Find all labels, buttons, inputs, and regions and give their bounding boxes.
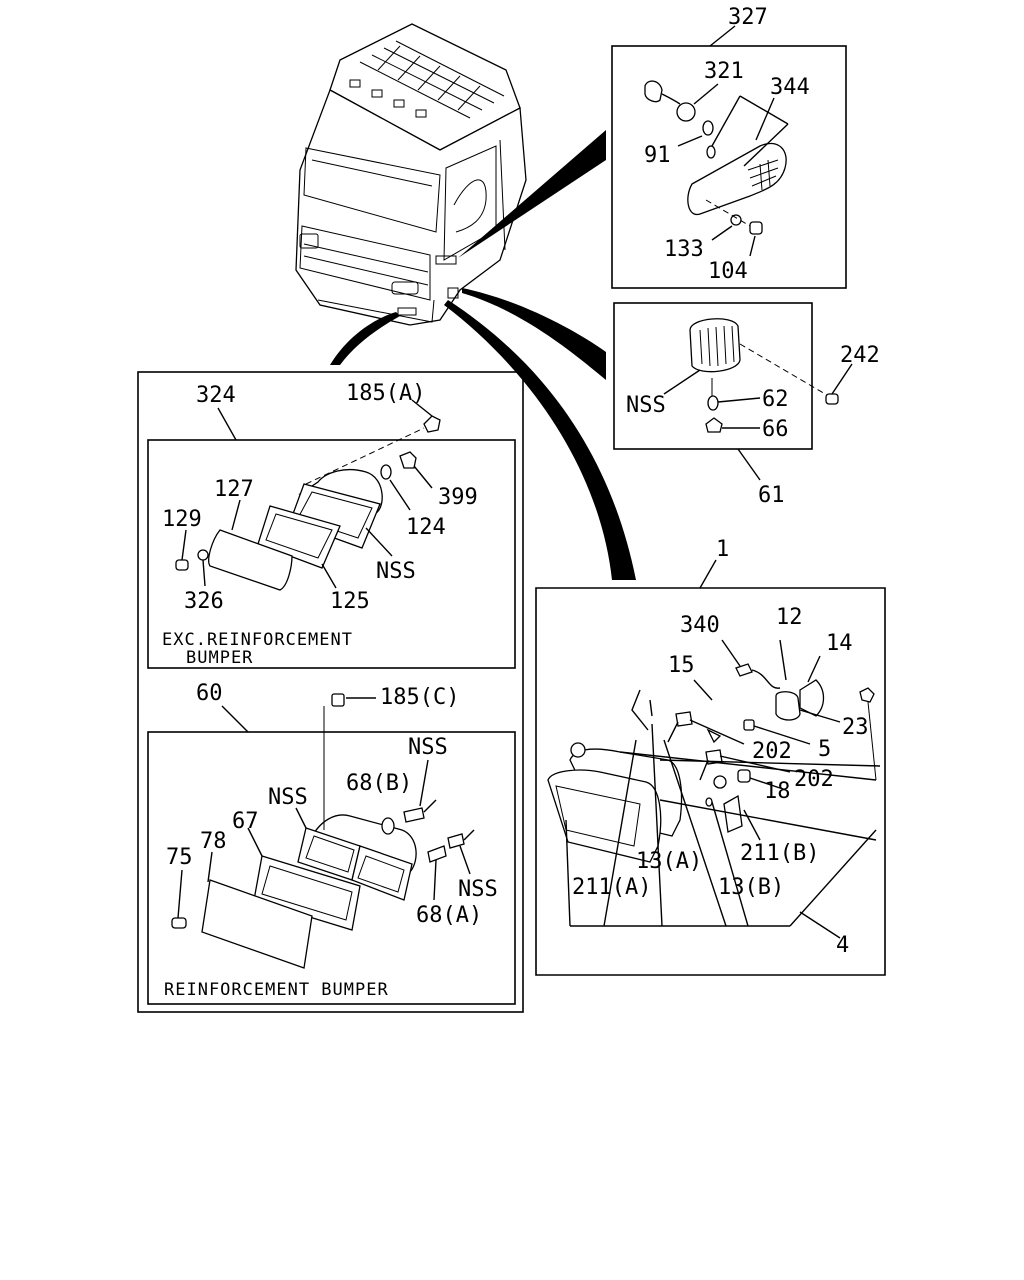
callout-4: 4 [836,933,849,958]
callout-14: 14 [826,631,853,656]
callout-5: 5 [818,737,831,762]
callout-60-nss-1: NSS [408,735,448,760]
note-exc-reinforcement-line2: BUMPER [186,648,253,668]
callout-1: 1 [716,537,729,562]
callout-399: 399 [438,485,478,510]
callout-15: 15 [668,653,695,678]
callout-326: 326 [184,589,224,614]
callout-78: 78 [200,829,227,854]
callout-340: 340 [680,613,720,638]
callout-91: 91 [644,143,671,168]
callout-61-nss: NSS [626,393,666,418]
callout-324: 324 [196,383,236,408]
callout-labels: 327 321 344 91 133 104 242 NSS 62 66 61 … [162,5,880,1000]
callout-344: 344 [770,75,810,100]
callout-66: 66 [762,417,789,442]
callout-18: 18 [764,779,791,804]
callout-327: 327 [728,5,768,30]
callout-211a: 211(A) [572,875,651,900]
truck-cab-illustration [295,23,527,326]
callout-185c: 185(C) [380,685,459,710]
callout-124: 124 [406,515,446,540]
callout-324-nss: NSS [376,559,416,584]
callout-23: 23 [842,715,869,740]
callout-211b: 211(B) [740,841,819,866]
callout-202-b: 202 [794,767,834,792]
callout-61: 61 [758,483,785,508]
callout-127: 127 [214,477,254,502]
callout-202-a: 202 [752,739,792,764]
callout-13b: 13(B) [718,875,784,900]
callout-68a: 68(A) [416,903,482,928]
note-reinforcement-bumper: REINFORCEMENT BUMPER [164,980,389,1000]
callout-62: 62 [762,387,789,412]
box-327-side-turn-lamp [611,25,847,289]
callout-68b: 68(B) [346,771,412,796]
note-exc-reinforcement-line1: EXC.REINFORCEMENT [162,630,353,650]
connector-leaders [330,130,636,580]
callout-60-nss-3: NSS [458,877,498,902]
callout-321: 321 [704,59,744,84]
box-front-lamps [137,371,524,1013]
box-1-headlamp [535,559,886,976]
callout-60-nss-2: NSS [268,785,308,810]
callout-129: 129 [162,507,202,532]
callout-75: 75 [166,845,193,870]
callout-242: 242 [840,343,880,368]
callout-104: 104 [708,259,748,284]
callout-67: 67 [232,809,259,834]
callout-125: 125 [330,589,370,614]
callout-12: 12 [776,605,803,630]
box-61-marker-lamp [613,302,853,481]
callout-185a: 185(A) [346,381,425,406]
callout-133: 133 [664,237,704,262]
callout-13a: 13(A) [636,849,702,874]
callout-60: 60 [196,681,223,706]
